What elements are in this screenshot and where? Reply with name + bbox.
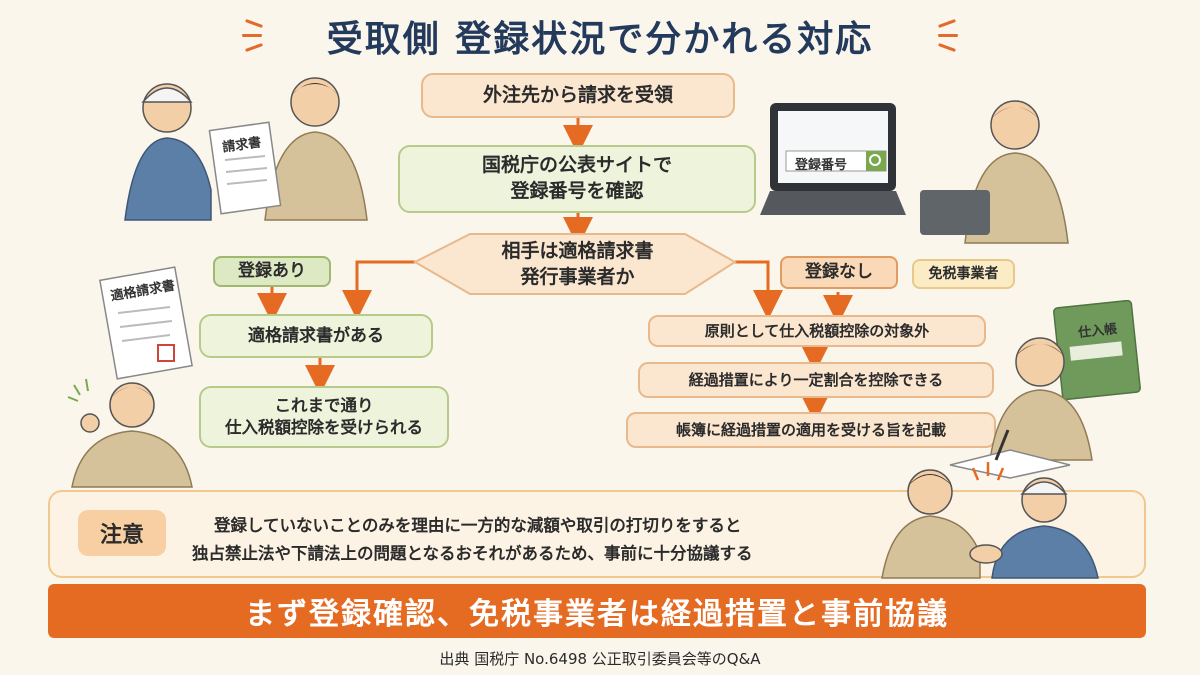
search-box-label: 登録番号 [795,158,848,173]
step-transitional-measure-label: 経過措置により一定割合を控除できる [688,370,944,389]
step-record-in-ledger-label: 帳簿に経過措置の適用を受ける旨を記載 [675,420,946,439]
tag-tax-exempt-label: 免税事業者 [928,265,999,282]
tag-not-registered: 登録なし [780,256,898,289]
tag-registered-label: 登録あり [238,261,306,282]
step-receive-invoice: 外注先から請求を受領 [421,73,735,118]
decision-qualified-issuer: 相手は適格請求書 発行事業者か [450,240,705,290]
title-accent-left [242,34,262,37]
ledger-label: 仕入帳 [1077,321,1118,341]
illustration-laptop-search [760,100,1069,244]
step-transitional-measure: 経過措置により一定割合を控除できる [638,362,994,398]
tag-not-registered-label: 登録なし [805,262,873,283]
caution-line-1: 登録していないことのみを理由に一方的な減額や取引の打切りをすると [214,516,742,535]
step-receive-invoice-label: 外注先から請求を受領 [482,83,673,106]
illustration-invoice-handover [124,77,368,221]
source-citation: 出典 国税庁 No.6498 公正取引委員会等のQ&A [439,650,761,668]
caution-line-2: 独占禁止法や下請法上の問題となるおそれがあるため、事前に十分協議する [192,544,753,563]
arrow [735,260,783,320]
step-check-line1: 国税庁の公表サイトで [481,154,672,177]
arrow [342,260,415,320]
step-deduction-ok: これまで通り 仕入税額控除を受けられる [199,386,449,448]
step-record-in-ledger: 帳簿に経過措置の適用を受ける旨を記載 [626,412,996,448]
step-qualified-invoice-label: 適格請求書がある [248,325,384,346]
step-check-registration: 国税庁の公表サイトで 登録番号を確認 [398,145,756,213]
tag-registered: 登録あり [213,256,331,287]
decision-shape [412,233,737,295]
page-title: 受取側 登録状況で分かれる対応 [326,19,874,60]
step-not-deductible-label: 原則として仕入税額控除の対象外 [704,321,930,340]
summary-banner: まず登録確認、免税事業者は経過措置と事前協議 [48,584,1146,638]
decision-line1: 相手は適格請求書 [501,240,654,263]
title-accent-right [938,34,958,37]
illustration-ledger-writing [949,300,1141,479]
step-check-line2: 登録番号を確認 [510,180,644,202]
step-deduction-line1: これまで通り [274,395,374,415]
caution-label: 注意 [78,510,166,556]
decision-line2: 発行事業者か [520,266,635,288]
step-not-deductible: 原則として仕入税額控除の対象外 [648,315,986,347]
step-qualified-invoice: 適格請求書がある [199,314,433,358]
step-deduction-line2: 仕入税額控除を受けられる [225,418,423,437]
illustration-qualified-invoice-ok [67,266,193,488]
tag-tax-exempt: 免税事業者 [912,259,1015,289]
illustration-handshake [881,462,1099,579]
